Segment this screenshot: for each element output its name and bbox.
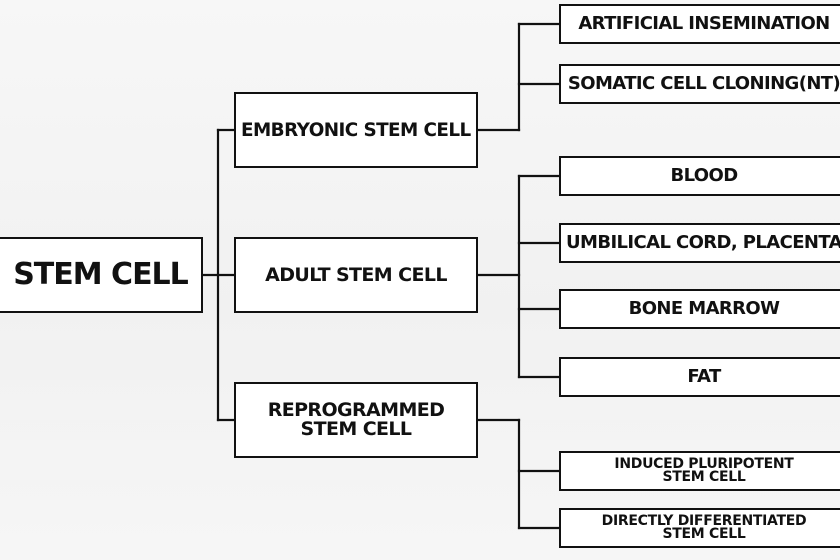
leaf-node-induced-pluripotent-stem-cell: INDUCED PLURIPOTENT STEM CELL <box>559 451 840 491</box>
leaf-node-bone-marrow: BONE MARROW <box>559 289 840 329</box>
leaf-node-label: BLOOD <box>670 165 738 186</box>
root-node: STEM CELL <box>0 237 203 313</box>
category-node-adult: ADULT STEM CELL <box>234 237 478 313</box>
leaf-node-directly-differentiated-stem-cell: DIRECTLY DIFFERENTIATED STEM CELL <box>559 508 840 548</box>
root-node-label: STEM CELL <box>13 257 189 292</box>
leaf-node-label: INDUCED PLURIPOTENT STEM CELL <box>614 455 794 485</box>
leaf-node-fat: FAT <box>559 357 840 397</box>
category-node-label: ADULT STEM CELL <box>265 263 447 286</box>
leaf-node-somatic-cell-cloning: SOMATIC CELL CLONING(NT) <box>559 64 840 104</box>
leaf-node-artificial-insemination: ARTIFICIAL INSEMINATION <box>559 4 840 44</box>
leaf-node-blood: BLOOD <box>559 156 840 196</box>
leaf-node-label: SOMATIC CELL CLONING(NT) <box>567 73 840 94</box>
leaf-node-label: FAT <box>687 366 721 387</box>
category-node-label: REPROGRAMMED STEM CELL <box>267 399 445 440</box>
leaf-node-umbilical-cord-placenta: UMBILICAL CORD, PLACENTA <box>559 223 840 263</box>
category-node-reprogrammed: REPROGRAMMED STEM CELL <box>234 382 478 458</box>
category-node-embryonic: EMBRYONIC STEM CELL <box>234 92 478 168</box>
leaf-node-label: UMBILICAL CORD, PLACENTA <box>566 232 840 253</box>
leaf-node-label: DIRECTLY DIFFERENTIATED STEM CELL <box>601 512 807 542</box>
leaf-node-label: ARTIFICIAL INSEMINATION <box>578 13 830 34</box>
category-node-label: EMBRYONIC STEM CELL <box>241 118 471 141</box>
leaf-node-label: BONE MARROW <box>628 298 780 319</box>
